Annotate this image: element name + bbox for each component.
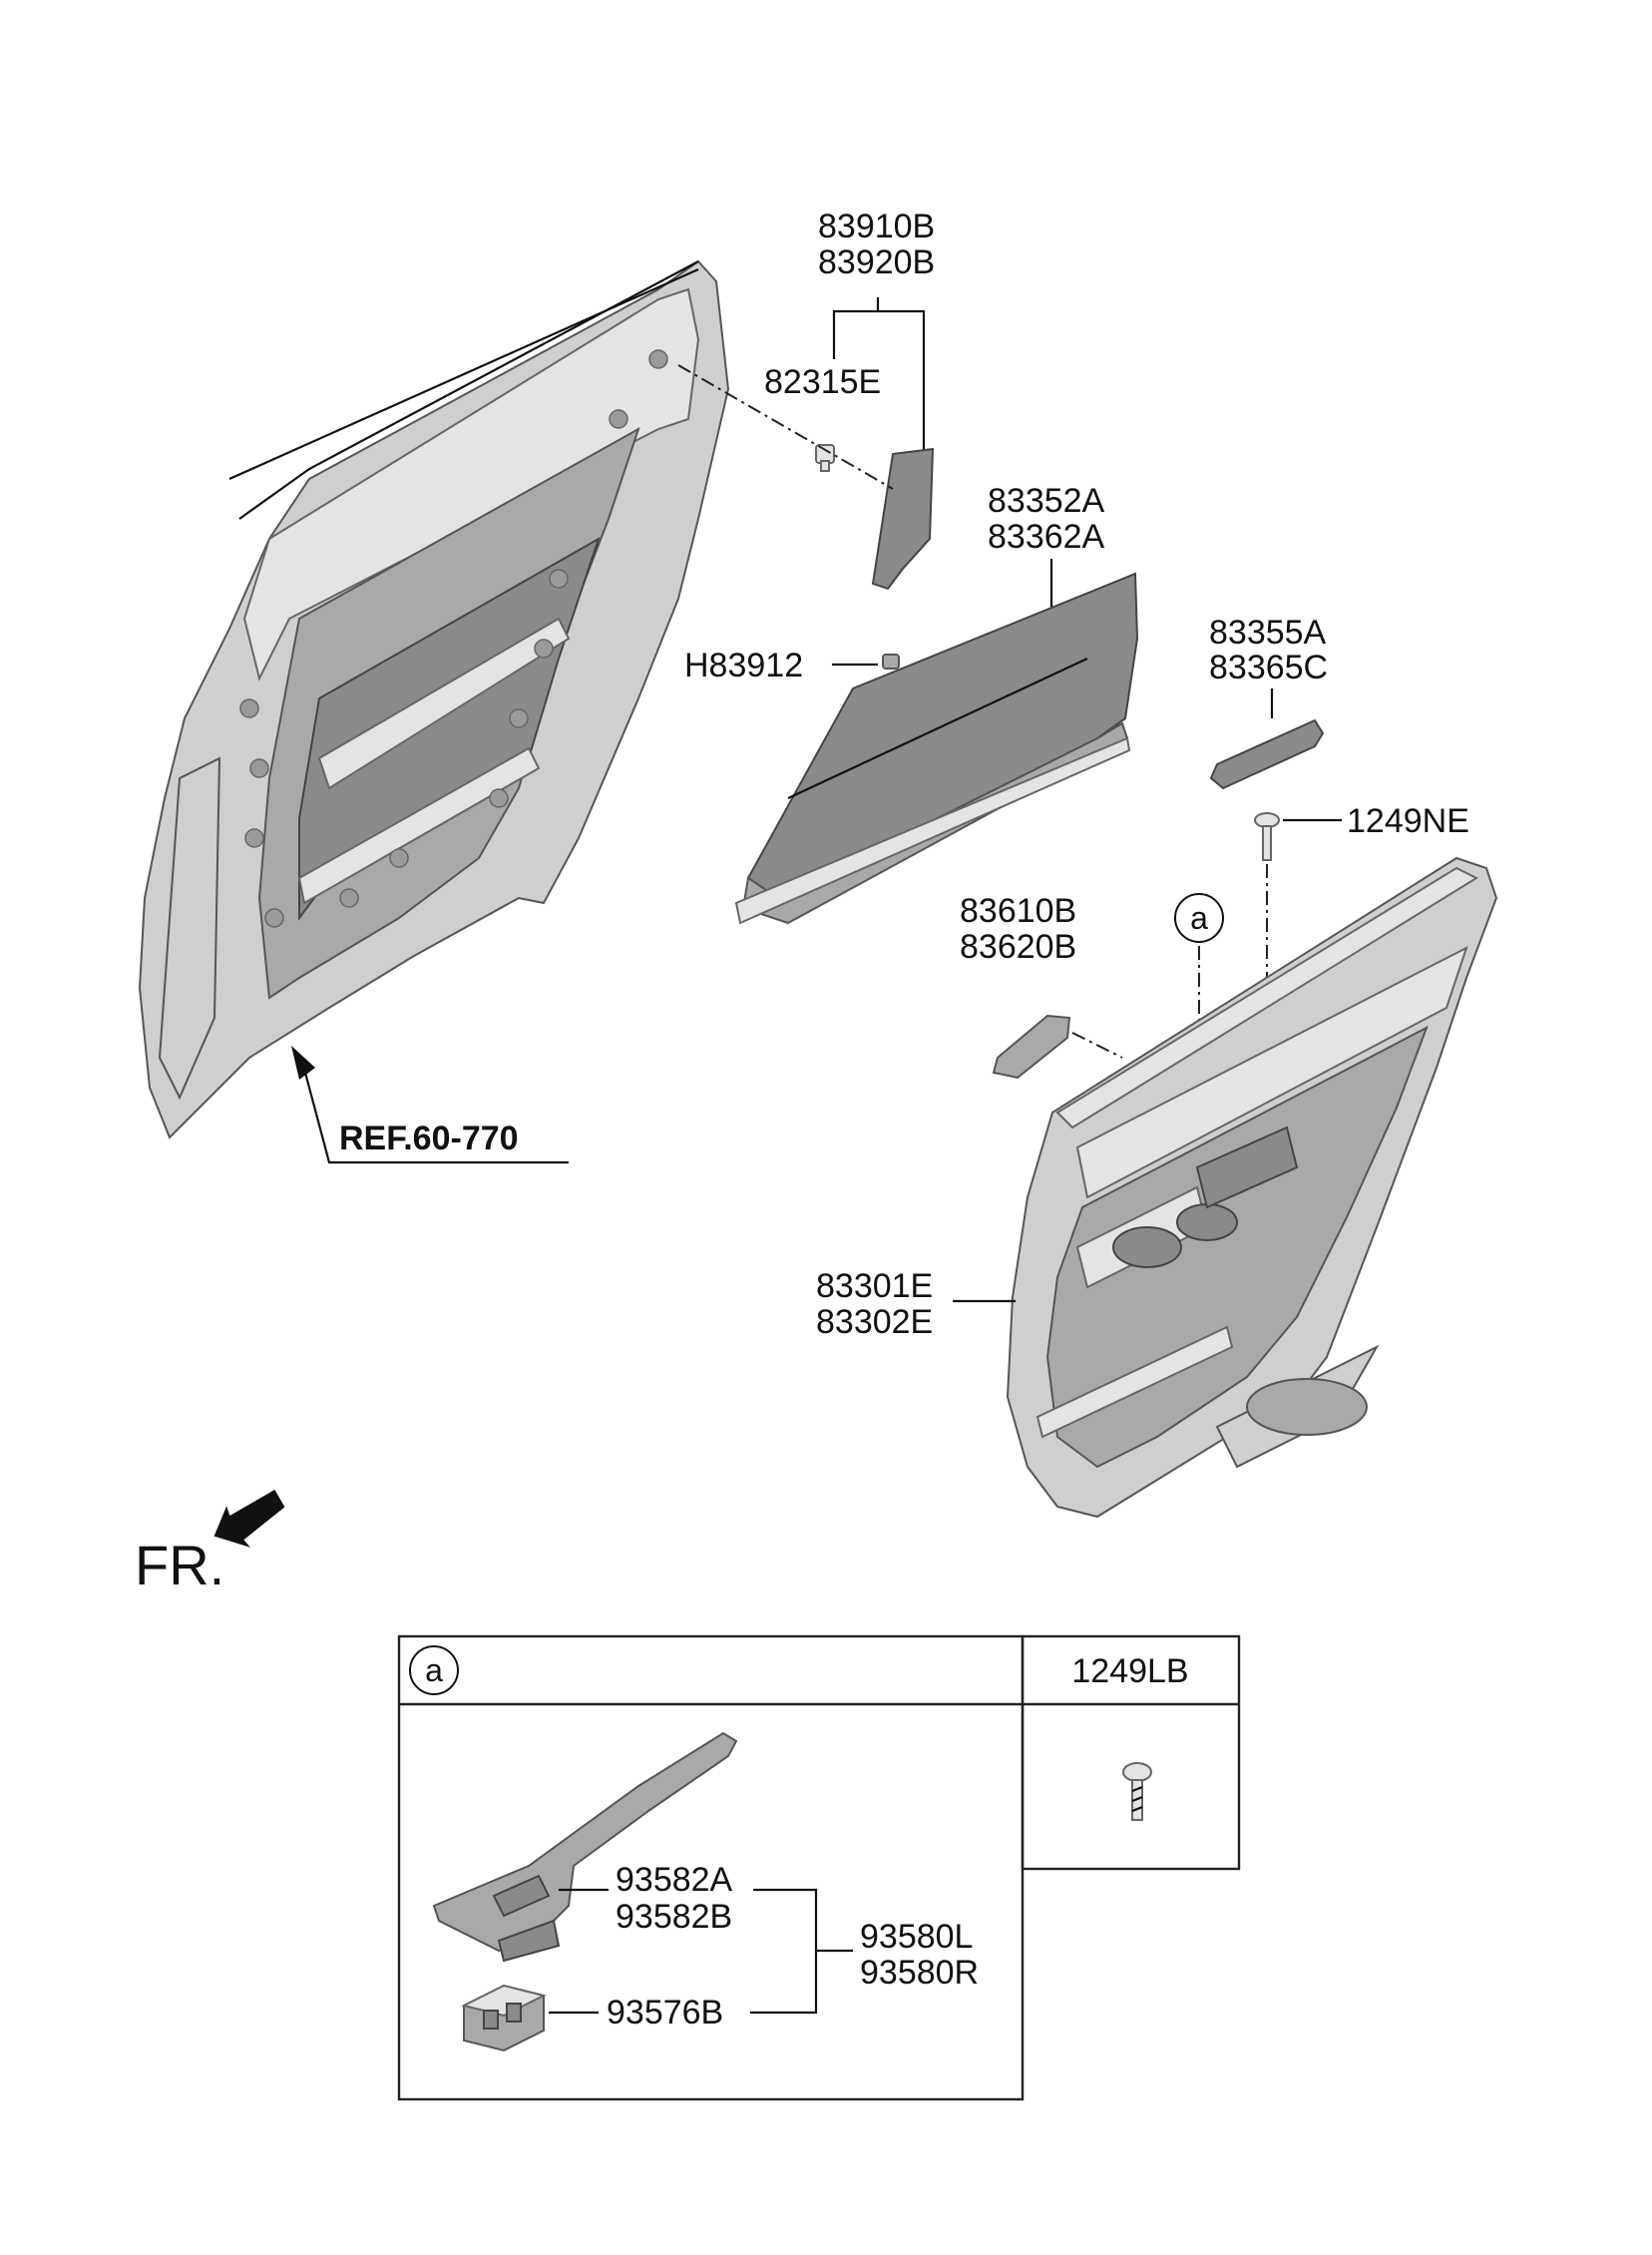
label-93582B: 93582B <box>616 1898 732 1936</box>
label-93582A: 93582A <box>616 1861 733 1899</box>
garnish-part <box>1209 718 1325 790</box>
switch-opening <box>492 1874 551 1918</box>
label-93580R: 93580R <box>860 1954 979 1992</box>
label-93576B: 93576B <box>607 1994 723 2031</box>
table-header-1249LB: 1249LB <box>1071 1652 1188 1690</box>
label-83301E: 83301E <box>816 1267 933 1305</box>
fr-label: FR. <box>135 1534 224 1596</box>
clip-H83912-part <box>882 654 900 670</box>
label-93580L: 93580L <box>860 1918 973 1956</box>
ref-label: REF.60-770 <box>339 1120 519 1157</box>
label-83365C: 83365C <box>1209 649 1328 686</box>
label-83352A: 83352A <box>988 482 1105 520</box>
door-trim-sheet-part <box>734 572 1139 925</box>
detail-table <box>397 1634 1241 2101</box>
switch-bezel-base <box>497 1919 561 1963</box>
table-callout-a-circle <box>409 1645 459 1695</box>
callout-a-circle <box>1174 893 1224 943</box>
window-switch-part <box>461 1984 547 2052</box>
table-callout-a-label: a <box>425 1652 443 1688</box>
ref-arrow <box>291 1046 569 1164</box>
label-83302E: 83302E <box>816 1303 933 1341</box>
callout-a-label: a <box>1190 900 1208 936</box>
bracket-93580 <box>750 1888 818 2015</box>
door-frame-illustration <box>138 259 730 1139</box>
pillar-trim-part <box>871 447 935 591</box>
door-trim-assembly-part <box>1006 856 1498 1519</box>
door-frame-holes <box>239 349 668 928</box>
label-82315E: 82315E <box>764 363 881 401</box>
label-83355A: 83355A <box>1209 614 1327 652</box>
clip-82315E-part <box>815 444 835 472</box>
label-83910B: 83910B <box>818 208 935 245</box>
dash-83610B <box>1071 1032 1123 1059</box>
inside-handle-part <box>992 1014 1071 1080</box>
label-H83912: H83912 <box>684 647 803 684</box>
label-1249NE: 1249NE <box>1347 802 1469 840</box>
fr-arrow-icon <box>213 1490 285 1548</box>
label-83362A: 83362A <box>988 518 1105 556</box>
screw-1249LB-icon <box>1122 1762 1152 1821</box>
label-83610B: 83610B <box>960 892 1076 930</box>
screw-1249NE-part <box>1254 812 1280 861</box>
label-83620B: 83620B <box>960 928 1076 966</box>
label-83920B: 83920B <box>818 243 935 281</box>
